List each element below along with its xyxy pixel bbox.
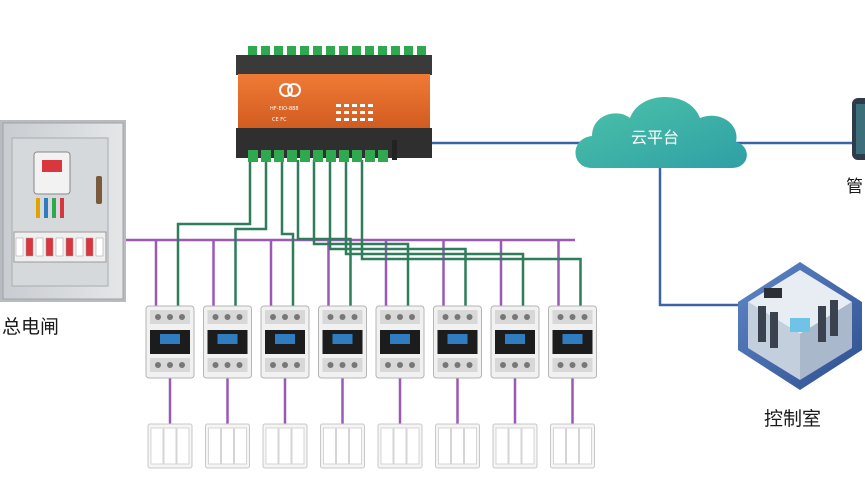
device-cert-text: CE FC xyxy=(272,117,287,123)
switch-panel xyxy=(205,423,250,469)
management-device-icon xyxy=(852,98,865,160)
contactor xyxy=(548,305,597,379)
io-controller xyxy=(236,46,432,162)
contactor xyxy=(318,305,367,379)
switch-panel xyxy=(435,423,480,469)
switch-panel xyxy=(550,423,595,469)
contactor-row xyxy=(145,305,597,379)
main-breaker-label: 总电闸 xyxy=(2,316,60,338)
contactor xyxy=(490,305,540,379)
control-room-icon xyxy=(738,262,862,390)
signal-wires xyxy=(176,160,582,306)
power-drops xyxy=(154,240,560,306)
switch-panel xyxy=(262,423,308,469)
switch-wires xyxy=(168,378,574,424)
contactor xyxy=(145,305,195,379)
main-breaker-cabinet xyxy=(0,120,126,302)
switch-panel-row xyxy=(147,423,595,469)
management-label: 管 xyxy=(846,177,863,197)
contactor xyxy=(433,305,482,379)
cloud-icon xyxy=(575,97,747,168)
contactor xyxy=(203,305,252,379)
device-model-text: HF-EIO-888 xyxy=(270,106,299,112)
switch-panel xyxy=(377,423,423,469)
cloud-platform-label: 云平台 xyxy=(631,128,679,147)
switch-panel xyxy=(320,423,365,469)
switch-panel xyxy=(147,423,193,469)
switch-panel xyxy=(492,423,538,469)
contactor xyxy=(260,305,310,379)
control-room-label: 控制室 xyxy=(764,408,822,430)
network-lines xyxy=(432,141,852,307)
contactor xyxy=(375,305,425,379)
